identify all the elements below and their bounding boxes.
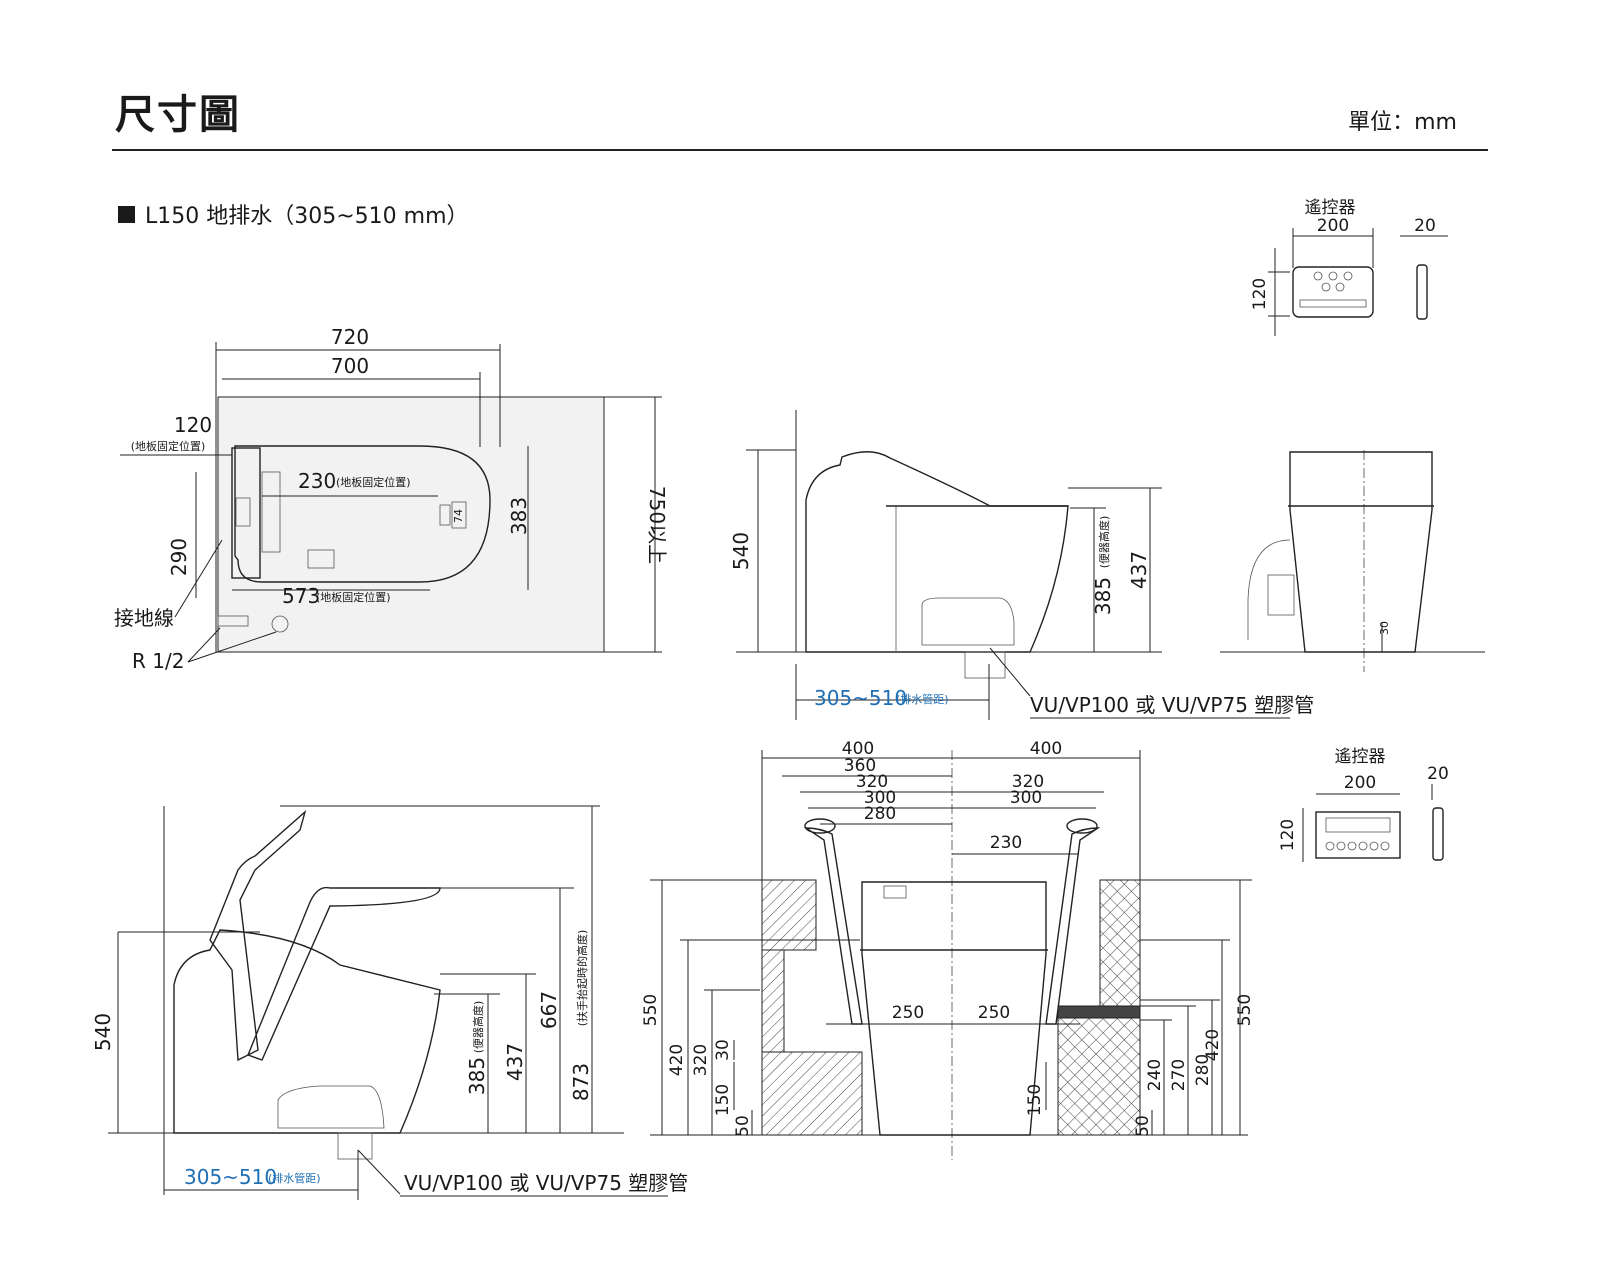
arm-front-w280: 280 [864, 804, 896, 824]
armrest-front-view: 400 400 360 320 320 300 300 280 230 250 … [641, 739, 1255, 1160]
arm-front-h240: 240 [1145, 1059, 1165, 1091]
side-drain-note: (排水管距) [896, 692, 949, 706]
arm-front-h420l: 420 [667, 1044, 687, 1076]
arm-side-pipe: VU/VP100 或 VU/VP75 塑膠管 [404, 1171, 688, 1195]
arm-front-w360: 360 [844, 756, 876, 776]
top-d230-note: (地板固定位置) [336, 475, 411, 489]
side-pipe: VU/VP100 或 VU/VP75 塑膠管 [1030, 693, 1314, 717]
section-label: L150 地排水（305~510 mm） [145, 204, 469, 229]
front-view: 30 [1220, 450, 1485, 672]
top-d230: 230 [298, 469, 336, 493]
remote-control-bottom: 遙控器 200 20 120 [1278, 747, 1449, 862]
arm-front-w250l: 250 [892, 1003, 924, 1023]
arm-front-w400r: 400 [1030, 739, 1062, 759]
remote-bottom-label: 遙控器 [1335, 747, 1386, 767]
ground-wire-label: 接地線 [114, 606, 174, 630]
side-h385-note: (便器高度) [1097, 516, 1111, 569]
arm-front-w230: 230 [990, 833, 1022, 853]
remote-control-top: 遙控器 200 20 120 [1250, 198, 1448, 336]
arm-side-h873-note: (扶手抬起時的高度) [575, 930, 589, 1027]
arm-front-h150l: 150 [713, 1084, 733, 1116]
arm-front-h30: 30 [713, 1039, 733, 1061]
armrest-side-view: 540 385 (便器高度) 437 667 873 (扶手抬起時的高度) 30… [91, 805, 688, 1200]
arm-front-w320r: 320 [1012, 772, 1044, 792]
arm-front-w300l: 300 [864, 788, 896, 808]
arm-front-h270: 270 [1169, 1059, 1189, 1091]
top-d383: 383 [507, 497, 531, 535]
side-view: 540 385 (便器高度) 437 305~510 (排水管距) VU/VP1… [729, 410, 1314, 720]
top-d290: 290 [167, 538, 191, 576]
arm-front-w250r: 250 [978, 1003, 1010, 1023]
arm-front-h280: 280 [1193, 1054, 1213, 1086]
top-floor-fix: (地板固定位置) [131, 439, 206, 453]
r12-label: R 1/2 [132, 649, 184, 673]
arm-side-h667: 667 [537, 991, 561, 1029]
arm-front-w300r: 300 [1010, 788, 1042, 808]
page-title: 尺寸圖 [115, 92, 241, 138]
side-h385: 385 [1091, 577, 1115, 615]
remote-bottom-depth: 20 [1427, 764, 1449, 784]
arm-front-w400l: 400 [842, 739, 874, 759]
remote-bottom-height: 120 [1278, 819, 1298, 851]
arm-front-w320l: 320 [856, 772, 888, 792]
arm-front-h550l: 550 [641, 994, 661, 1026]
top-clearance: 750以上 [645, 486, 669, 564]
top-d573: 573 [282, 584, 320, 608]
remote-bottom-width: 200 [1344, 773, 1376, 793]
top-d573-note: (地板固定位置) [316, 590, 391, 604]
arm-side-drain-note: (排水管距) [268, 1171, 321, 1185]
square-bullet-icon [118, 205, 135, 223]
arm-front-h550r: 550 [1235, 994, 1255, 1026]
unit-label: 單位：mm [1348, 110, 1457, 135]
side-h437: 437 [1127, 551, 1151, 589]
arm-front-h50l: 50 [733, 1115, 753, 1137]
top-d74: 74 [452, 509, 465, 523]
top-d120: 120 [174, 413, 212, 437]
arm-side-h437: 437 [503, 1043, 527, 1081]
remote-top-depth: 20 [1414, 216, 1436, 236]
arm-side-h873: 873 [569, 1063, 593, 1101]
top-view: 720 700 120 (地板固定位置) 230 (地板固定位置) 74 383… [114, 325, 669, 673]
arm-front-h420r: 420 [1203, 1029, 1223, 1061]
remote-top-label: 遙控器 [1305, 198, 1356, 218]
remote-top-width: 200 [1317, 216, 1349, 236]
arm-side-h385: 385 [465, 1057, 489, 1095]
arm-side-h385-note: (便器高度) [471, 1001, 485, 1054]
side-h540: 540 [729, 532, 753, 570]
top-w700: 700 [331, 354, 369, 378]
header-divider [112, 149, 1488, 151]
arm-front-h50r: 50 [1133, 1115, 1153, 1137]
arm-front-h150r: 150 [1025, 1084, 1045, 1116]
arm-front-h320: 320 [691, 1044, 711, 1076]
side-drain: 305~510 [814, 686, 907, 710]
section-heading: L150 地排水（305~510 mm） [118, 198, 469, 230]
remote-top-height: 120 [1250, 278, 1270, 310]
top-w720: 720 [331, 325, 369, 349]
arm-side-h540: 540 [91, 1013, 115, 1051]
front-h30: 30 [1378, 621, 1391, 635]
arm-side-drain: 305~510 [184, 1165, 277, 1189]
